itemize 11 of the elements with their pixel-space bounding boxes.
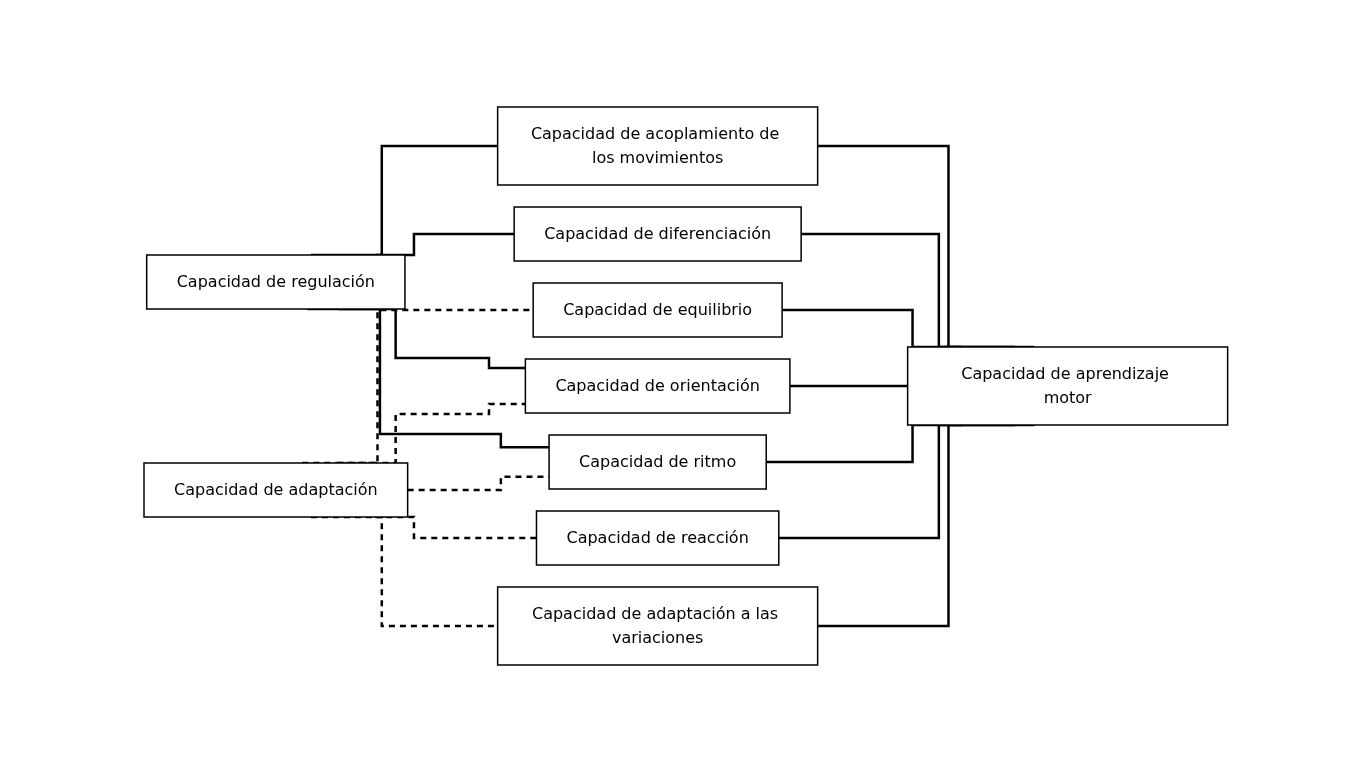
node-box: Capacidad de adaptación xyxy=(143,461,409,518)
node-box: Capacidad de orientación xyxy=(524,357,791,414)
node-box: Capacidad de ritmo xyxy=(548,433,768,490)
node-box: Capacidad de regulación xyxy=(146,253,406,310)
node-box: Capacidad de aprendizaje motor xyxy=(907,345,1229,426)
node-box: Capacidad de equilibrio xyxy=(532,281,783,338)
connector xyxy=(790,384,908,387)
node-box: Capacidad de adaptación a las variaciones xyxy=(497,585,819,666)
node-box: Capacidad de diferenciación xyxy=(513,205,803,262)
node-box: Capacidad de reacción xyxy=(535,509,780,566)
node-box: Capacidad de acoplamiento de los movimientos xyxy=(497,105,819,186)
